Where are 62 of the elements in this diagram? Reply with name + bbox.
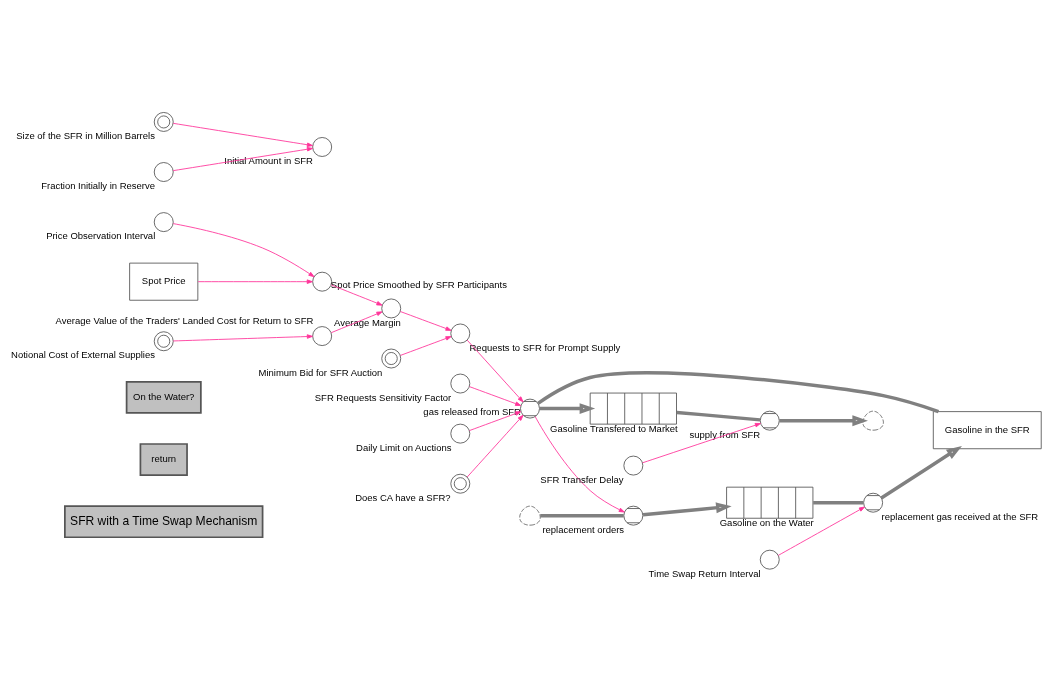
arrow xyxy=(880,445,962,500)
node-label: Fraction Initially in Reserve xyxy=(41,180,156,192)
node-circle xyxy=(312,137,333,157)
arrow xyxy=(197,279,313,284)
arrow xyxy=(534,416,625,513)
node-circle xyxy=(312,271,333,292)
node-label: SFR Transfer Delay xyxy=(540,473,624,485)
node-cloud xyxy=(519,505,541,526)
node-label: Price Observation Interval xyxy=(46,230,156,242)
node-circle xyxy=(623,455,644,476)
arrow xyxy=(172,147,313,172)
node-label: supply from SFR xyxy=(689,428,761,440)
arrow xyxy=(399,311,452,331)
node-box: On the Water? xyxy=(125,380,202,414)
node-label: Does CA have a SFR? xyxy=(355,491,451,503)
arrow xyxy=(642,423,761,464)
arrow xyxy=(466,414,524,478)
arrow xyxy=(172,334,313,342)
arrow xyxy=(469,411,522,431)
node-label: Gasoline Transfered to Market xyxy=(550,423,678,435)
node-label: replacement gas received at the SFR xyxy=(881,510,1039,522)
node-box: Spot Price xyxy=(129,262,199,301)
arrow xyxy=(469,386,522,406)
node-label: Notional Cost of External Supplies xyxy=(11,349,155,361)
node-box: return xyxy=(139,443,188,476)
node-circle xyxy=(759,549,780,570)
node-label: Gasoline on the Water xyxy=(719,517,814,529)
node-circle xyxy=(450,423,471,444)
node-label: Spot Price Smoothed by SFR Participants xyxy=(330,279,507,291)
connector xyxy=(537,371,940,414)
node-box: Gasoline in the SFR xyxy=(932,411,1042,450)
arrow xyxy=(330,284,383,306)
node-label: Daily Limit on Auctions xyxy=(356,441,452,453)
node-label: Average Value of the Traders' Landed Cost for Return to SFR xyxy=(55,314,314,326)
node-circle xyxy=(153,212,174,233)
arrow xyxy=(172,122,313,147)
arrow xyxy=(642,502,732,517)
connector xyxy=(676,410,761,422)
node-label: Size of the SFR in Million Barrels xyxy=(16,130,155,142)
node-circle xyxy=(381,298,402,319)
arrow xyxy=(399,336,452,356)
arrow xyxy=(172,223,315,278)
node-circle xyxy=(450,323,471,344)
node-box: SFR with a Time Swap Mechanism xyxy=(64,505,264,539)
node-label: Minimum Bid for SFR Auction xyxy=(258,366,383,378)
node-label: Requests to SFR for Prompt Supply xyxy=(469,341,621,353)
node-circle xyxy=(450,373,471,394)
node-label: Initial Amount in SFR xyxy=(224,155,313,167)
node-label: Average Margin xyxy=(334,316,401,328)
node-label: SFR Requests Sensitivity Factor xyxy=(314,391,452,403)
arrow xyxy=(466,339,524,403)
connector xyxy=(813,500,864,505)
node-cloud xyxy=(862,410,884,431)
node-circle xyxy=(312,326,333,346)
connector xyxy=(540,513,624,518)
node-circle xyxy=(153,162,174,182)
node-label: replacement orders xyxy=(542,523,625,535)
arrow xyxy=(330,311,383,334)
arrow xyxy=(777,506,865,556)
arrow xyxy=(779,415,868,427)
node-label: Time Swap Return Interval xyxy=(648,567,761,579)
arrow xyxy=(539,403,596,415)
